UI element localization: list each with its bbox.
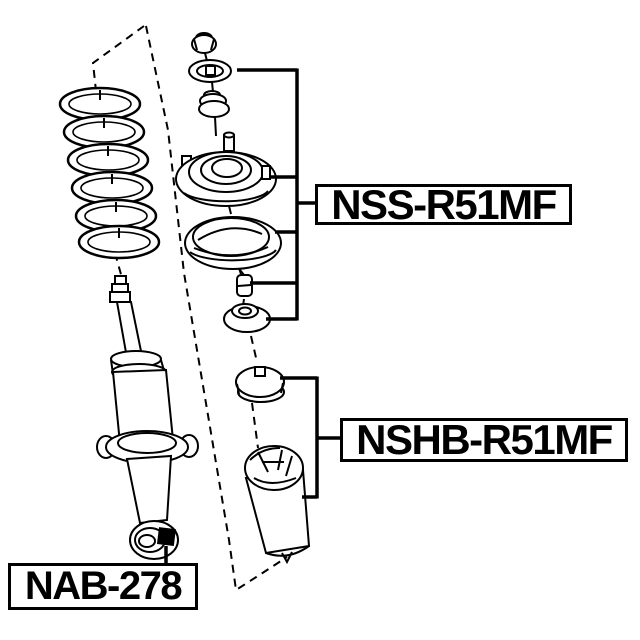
- spring-seat: [184, 216, 282, 270]
- nshb-callout-bracket: [280, 376, 341, 499]
- part-number-nss: NSS-R51MF: [331, 180, 557, 228]
- part-number-box-nshb: NSHB-R51MF: [340, 416, 628, 463]
- mount-parts-column: [175, 32, 311, 565]
- spring-axis-ticks: [99, 90, 120, 238]
- lock-nut: [191, 32, 217, 54]
- mount-rubber-washer: [223, 303, 271, 333]
- dust-boot: [244, 445, 311, 565]
- eye-bushing: [129, 520, 179, 560]
- axis-right-branch: [145, 25, 288, 592]
- part-number-box-nss: NSS-R51MF: [315, 181, 572, 228]
- upper-bushing-stack: [198, 90, 230, 118]
- piston-rod: [115, 301, 144, 360]
- part-number-nshb: NSHB-R51MF: [356, 416, 613, 463]
- strut-mount: [175, 131, 277, 207]
- boot-texture: [249, 447, 297, 484]
- lower-spring-perch: [96, 430, 199, 464]
- nss-callout-bracket: [237, 68, 316, 321]
- bump-stop-cap: [235, 366, 285, 403]
- retainer-washer: [188, 59, 232, 83]
- coil-spring: [58, 86, 161, 260]
- part-number-nab: NAB-278: [24, 564, 183, 608]
- shock-absorber: [96, 275, 199, 560]
- piston-rod-tip: [109, 275, 131, 303]
- bushing-marker: [156, 527, 176, 547]
- axis-link-bumpcap-boot: [251, 402, 259, 449]
- spacer-pin: [236, 269, 253, 297]
- boot-bottom-tip: [281, 551, 293, 565]
- axis-link-washer-bumpcap: [250, 335, 258, 363]
- shock-lower-tube: [125, 454, 173, 525]
- part-number-box-nab: NAB-278: [8, 563, 198, 610]
- axis-left-branch: [91, 25, 145, 92]
